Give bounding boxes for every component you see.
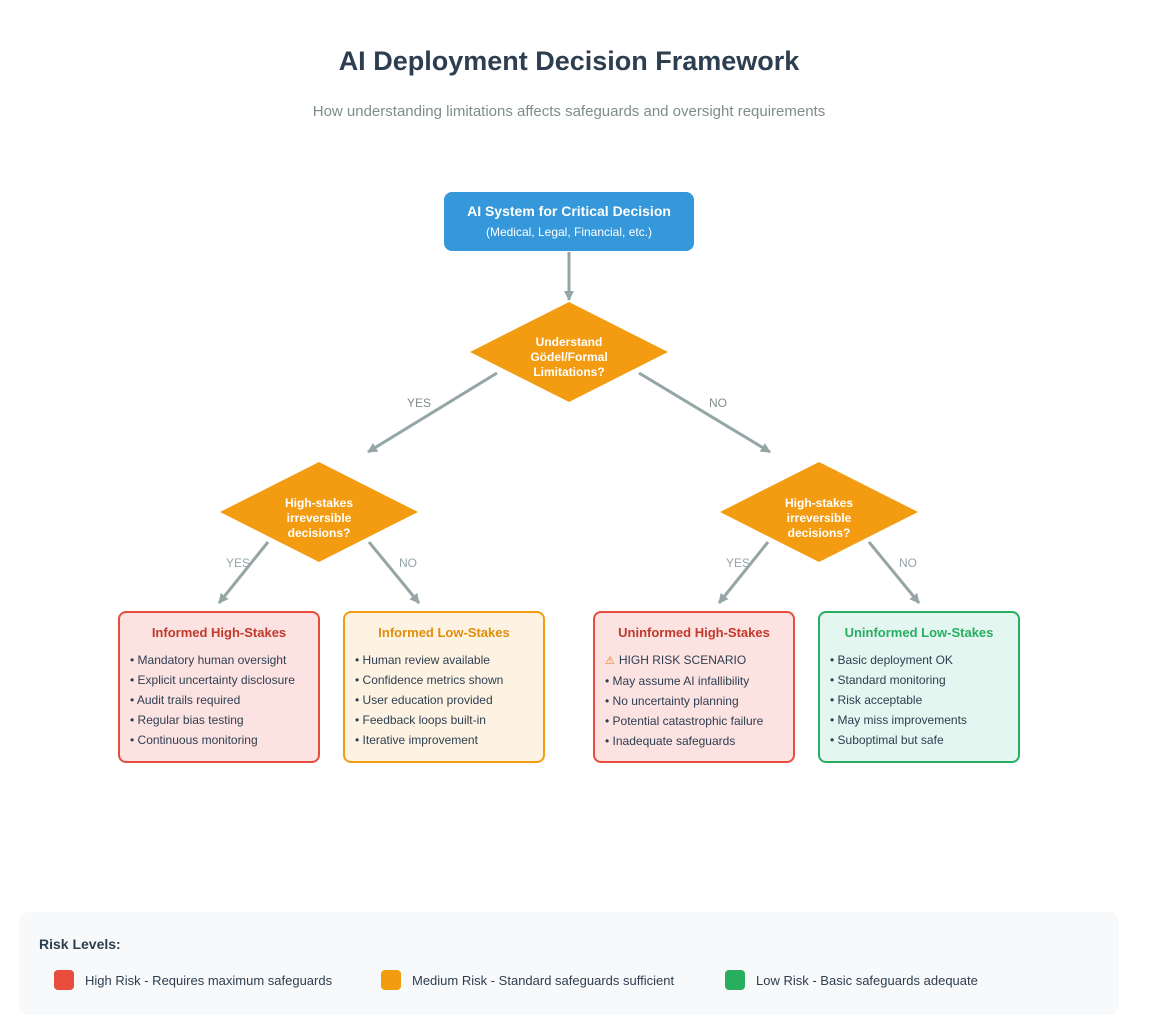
outcome-informed-high-stakes: Informed High-Stakes Mandatory human ove… [118,611,320,763]
connector-left-no [367,541,421,604]
decision-high-stakes-left [220,462,418,562]
outcome-item: User education provided [355,690,533,710]
outcome-item: Explicit uncertainty disclosure [130,670,308,690]
outcome-list: Basic deployment OK Standard monitoring … [830,650,1008,750]
edge-label-no: NO [709,396,727,410]
outcome-uninformed-high-stakes: Uninformed High-Stakes ⚠HIGH RISK SCENAR… [593,611,795,763]
connector-main-no [638,371,771,454]
outcome-item: Continuous monitoring [130,730,308,750]
legend-label: Low Risk - Basic safeguards adequate [756,972,978,988]
outcome-item: Confidence metrics shown [355,670,533,690]
outcome-item: Regular bias testing [130,710,308,730]
legend-title: Risk Levels: [39,936,121,952]
outcome-title: Informed Low-Stakes [378,625,510,640]
decision-left-line: High-stakes [285,496,353,510]
outcome-uninformed-low-stakes: Uninformed Low-Stakes Basic deployment O… [818,611,1020,763]
outcome-item: Audit trails required [130,690,308,710]
connector-right-no [867,541,921,604]
outcome-item: May miss improvements [830,710,1008,730]
legend-swatch-red [54,970,74,990]
edge-label-yes: YES [407,396,431,410]
outcome-title: Informed High-Stakes [151,625,287,640]
connector-left-yes [217,541,270,604]
decision-high-stakes-right [720,462,918,562]
legend-item-medium: Medium Risk - Standard safeguards suffic… [381,970,674,990]
outcome-item: Human review available [355,650,533,670]
outcome-list: ⚠HIGH RISK SCENARIO May assume AI infall… [605,650,783,751]
outcome-item: Iterative improvement [355,730,533,750]
legend-label: Medium Risk - Standard safeguards suffic… [412,972,675,988]
legend-swatch-green [725,970,745,990]
page-title: AI Deployment Decision Framework [338,46,800,76]
root-node-title: AI System for Critical Decision [467,203,671,219]
legend-label: High Risk - Requires maximum safeguards [85,972,333,988]
decision-understand-limitations [470,302,668,402]
outcome-item: Inadequate safeguards [605,731,783,751]
outcome-item: Mandatory human oversight [130,650,308,670]
warning-triangle-icon: ⚠ [605,655,615,667]
legend-swatch-orange [381,970,401,990]
outcome-item: Potential catastrophic failure [605,711,783,731]
legend-item-high: High Risk - Requires maximum safeguards [54,970,332,990]
decision-main-line: Limitations? [533,365,604,379]
legend-item-low: Low Risk - Basic safeguards adequate [725,970,978,990]
outcome-item: No uncertainty planning [605,691,783,711]
outcome-list: Human review available Confidence metric… [355,650,533,750]
outcome-warning: ⚠HIGH RISK SCENARIO [605,650,783,671]
outcome-title: Uninformed High-Stakes [618,625,770,640]
outcome-item: Suboptimal but safe [830,730,1008,750]
outcome-item: Risk acceptable [830,690,1008,710]
connector-main-yes [367,371,498,454]
decision-main-line: Gödel/Formal [530,350,607,364]
risk-legend: Risk Levels: High Risk - Requires maximu… [19,912,1119,1015]
outcome-title: Uninformed Low-Stakes [844,625,994,640]
outcome-informed-low-stakes: Informed Low-Stakes Human review availab… [343,611,545,763]
outcome-item: Standard monitoring [830,670,1008,690]
decision-main-line: Understand [536,335,603,349]
decision-right-line: irreversible [787,511,852,525]
outcome-item: Basic deployment OK [830,650,1008,670]
decision-left-line: decisions? [288,526,351,540]
page-subtitle: How understanding limitations affects sa… [312,103,826,120]
root-node [444,192,694,251]
connector-right-yes [717,541,770,604]
outcome-item: May assume AI infallibility [605,671,783,691]
outcome-list: Mandatory human oversight Explicit uncer… [130,650,308,750]
edge-label-no: NO [399,556,417,570]
warning-text: HIGH RISK SCENARIO [618,653,747,667]
decision-right-line: decisions? [788,526,851,540]
root-node-subtitle: (Medical, Legal, Financial, etc.) [486,225,652,239]
outcome-item: Feedback loops built-in [355,710,533,730]
edge-label-no: NO [899,556,917,570]
decision-right-line: High-stakes [785,496,853,510]
edge-label-yes: YES [226,556,250,570]
edge-label-yes: YES [726,556,750,570]
decision-left-line: irreversible [287,511,352,525]
